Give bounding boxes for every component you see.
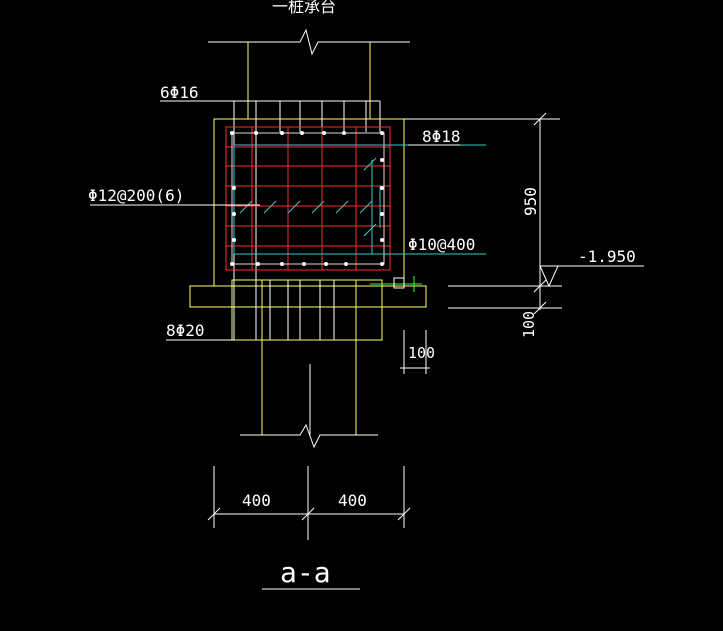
label-side-bars: 8Φ18 (422, 127, 461, 146)
stirrup-hooks (239, 157, 377, 237)
elevation-marker (539, 265, 644, 288)
dim-width-left: 400 (242, 491, 271, 510)
pile-inner-lines (269, 280, 335, 435)
dim-width-right: 400 (338, 491, 367, 510)
dimension-offset (400, 330, 430, 374)
pile-lines (261, 340, 357, 435)
rebar-dots (230, 131, 384, 266)
column-break-top (208, 28, 410, 56)
drawing-title: 一桩承台 (272, 0, 336, 16)
rebar-cage (225, 126, 391, 271)
dimension-vertical-right (404, 112, 562, 315)
dim-offset: 100 (408, 344, 435, 362)
column-outline (247, 42, 371, 119)
section-label: a-a (280, 556, 331, 589)
small-glyph (393, 277, 405, 289)
label-tie-bars: Φ10@400 (408, 235, 475, 254)
label-bottom-bars: 8Φ20 (166, 321, 205, 340)
pile-cap-outline (189, 118, 427, 341)
selection-marker (370, 276, 422, 292)
leader-lines (90, 100, 460, 341)
label-top-bars: 6Φ16 (160, 83, 199, 102)
label-stirrups: Φ12@200(6) (88, 186, 184, 205)
dimension-horizontal-bottom (207, 466, 411, 540)
dim-height-cap: 950 (521, 187, 540, 216)
pile-break-bottom (240, 423, 378, 449)
stirrup-outline (231, 132, 385, 265)
elevation-value: -1.950 (578, 247, 636, 266)
dim-bottom-layer: 100 (520, 311, 538, 338)
